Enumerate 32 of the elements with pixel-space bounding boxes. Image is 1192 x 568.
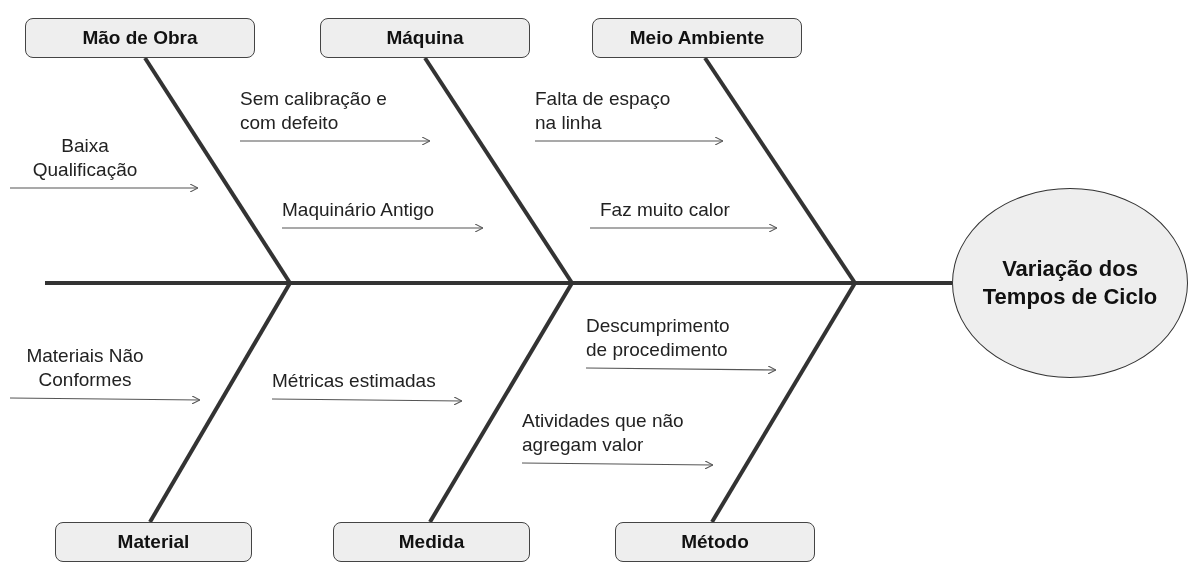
spine-line xyxy=(45,281,952,285)
arrow xyxy=(271,396,463,406)
bone-line xyxy=(143,56,292,285)
category-box: Máquina xyxy=(320,18,530,58)
bone-line xyxy=(703,56,857,285)
arrow xyxy=(589,223,778,233)
category-box: Método xyxy=(615,522,815,562)
cause-text: Falta de espaço na linha xyxy=(535,87,672,135)
cause-text: Baixa Qualificação xyxy=(31,134,139,182)
category-box: Medida xyxy=(333,522,530,562)
cause-text: Materiais Não Conformes xyxy=(25,344,145,392)
cause-text: Maquinário Antigo xyxy=(282,198,436,222)
arrow xyxy=(534,136,724,146)
category-box: Mão de Obra xyxy=(25,18,255,58)
effect-text: Variação dos Tempos de Ciclo xyxy=(981,255,1159,311)
category-box: Material xyxy=(55,522,252,562)
cause-text: Atividades que não agregam valor xyxy=(522,409,685,457)
bone-line xyxy=(428,281,574,524)
cause-text: Métricas estimadas xyxy=(272,369,437,393)
arrow xyxy=(585,365,777,375)
arrow xyxy=(9,183,199,193)
arrow xyxy=(9,395,201,405)
cause-text: Sem calibração e com defeito xyxy=(240,87,388,135)
cause-text: Faz muito calor xyxy=(599,198,731,222)
arrow xyxy=(521,460,714,470)
arrow xyxy=(239,136,431,146)
bone-line xyxy=(710,281,857,524)
bone-line xyxy=(148,282,292,523)
bone-line xyxy=(423,56,574,285)
category-box: Meio Ambiente xyxy=(592,18,802,58)
arrow xyxy=(281,223,484,233)
cause-text: Descumprimento de procedimento xyxy=(586,314,731,362)
